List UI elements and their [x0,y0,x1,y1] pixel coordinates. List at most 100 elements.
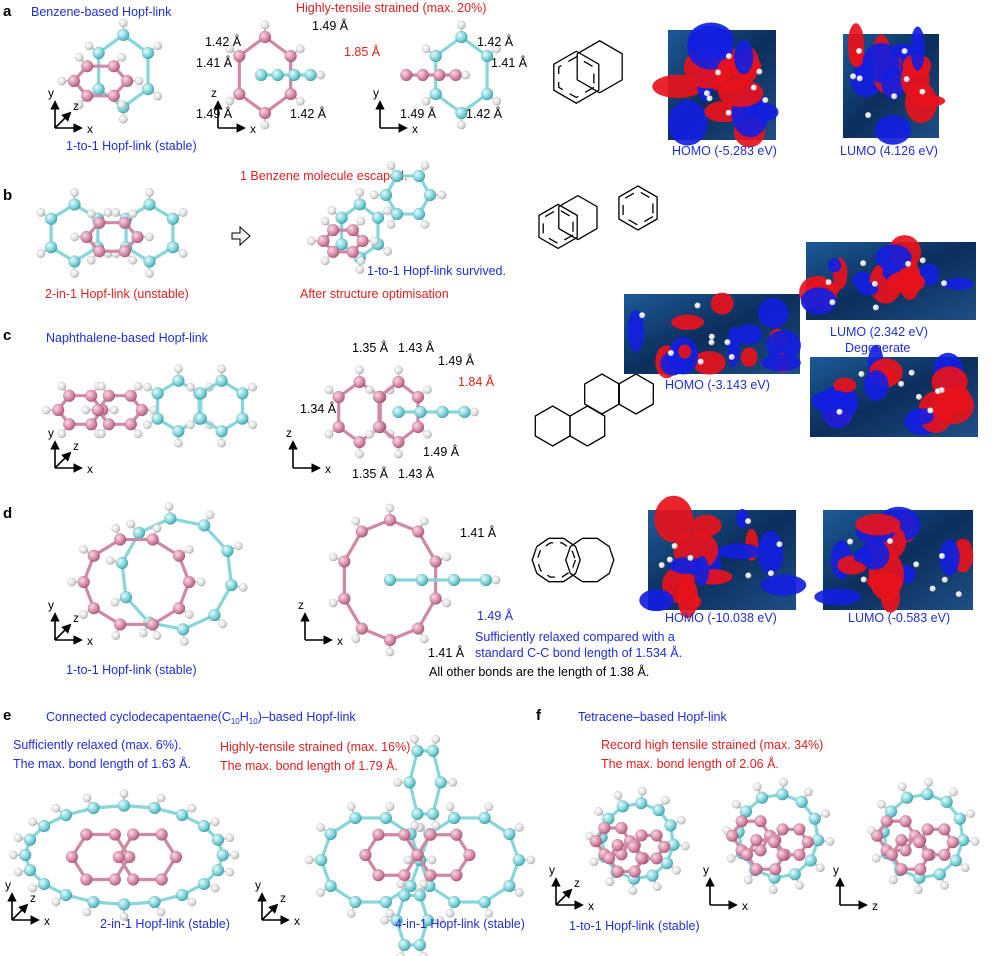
pink-carbon-atom [284,49,297,63]
bond-label-149-right-low: 1.49 Å [400,106,437,121]
axis-label-depth: z [73,439,79,453]
hydrogen-atom [156,793,166,803]
cyan-carbon-atom [37,819,51,833]
cyan-carbon-atom [68,198,81,211]
hydrogen-atom [156,907,166,917]
hydrogen-atom [396,951,406,956]
pink-carbon-atom [793,823,806,836]
hydrogen-atom [260,120,270,130]
hydrogen-atom [110,597,120,607]
pink-carbon-atom [155,828,168,841]
orbital-lobe-positive [740,347,758,368]
hydrogen-atom [514,823,524,832]
hydrogen-atom [41,405,51,415]
hydrogen-atom [225,867,235,877]
pink-carbon-atom [657,840,671,854]
pink-carbon-atom [172,549,186,563]
hydrogen-atom [109,405,119,415]
hydrogen-atom [419,879,429,889]
orbital-lobe-negative [639,589,674,612]
hydrogen-atom [119,789,129,799]
orbital-atom-marker [856,48,863,55]
orbital-lobe-positive [671,314,705,330]
orbital-lobe-positive [910,94,946,108]
orbital-atom-marker [687,554,694,561]
hydrogen-atom [79,545,88,554]
hydrogen-atom [420,219,430,229]
skeletal-ring [565,537,615,583]
cyan-carbon-atom [119,590,133,604]
axis-label-vertical: y [549,863,555,877]
orbital-atom-marker [768,570,775,577]
pink-carbon-atom [355,622,369,635]
axis-label-depth: z [73,611,79,625]
orbital-homo-d [639,495,807,619]
homo-label-c: HOMO (-3.143 eV) [665,378,770,392]
orbital-atom-marker [703,90,710,97]
pink-carbon-atom [87,601,101,615]
hydrogen-atom [328,598,338,608]
orbital-atom-marker [919,88,926,95]
cyan-carbon-atom [390,207,404,221]
hydrogen-atom [103,208,113,217]
hydrogen-atom [652,882,662,892]
bond-label-143-top: 1.43 Å [398,340,435,355]
hydrogen-atom [111,631,121,641]
cyan-carbon-atom [404,879,417,893]
cyan-carbon-atom [194,387,208,400]
hydrogen-atom [57,429,67,439]
panel-e-cap-2in1: 2-in-1 Hopf-link (stable) [100,917,230,931]
pink-carbon-atom [895,833,908,847]
orbital-atom-marker [829,299,836,306]
axis-label-vertical: z [298,598,304,612]
pink-carbon-atom [870,829,884,843]
pink-carbon-atom [383,633,397,647]
pink-carbon-atom [87,549,101,563]
hydrogen-atom [419,516,429,526]
orbital-atom-marker [725,53,732,60]
pink-carbon-atom [84,389,98,402]
orbital-atom-marker [694,302,701,309]
axis-label-vertical: y [373,86,379,100]
hydrogen-atom [36,249,46,258]
pink-carbon-atom [146,533,159,546]
hydrogen-atom [351,634,361,644]
cyan-carbon-atom [287,68,301,82]
panel-b: b 1 Benzene molecule escaped. 1-to-1 Hop… [3,161,658,301]
orbital-atom-marker [745,518,752,525]
axis-label-vertical: y [5,878,11,892]
pink-carbon-atom [899,815,912,828]
cyan-carbon-atom [254,68,268,82]
panel-letter-b: b [3,187,12,204]
pink-carbon-atom [912,835,926,849]
cyan-carbon-atom [503,879,516,893]
hydrogen-atom [153,91,163,101]
cyan-carbon-atom [447,895,461,909]
cyan-carbon-atom [512,853,526,867]
cyan-carbon-atom [447,811,461,825]
orbital-lumo-a [843,23,946,145]
cyan-carbon-atom [379,188,393,202]
panel-d-relaxed-2: standard C-C bond length of 1.534 Å. [475,645,682,660]
hydrogen-atom [423,385,432,395]
molecule-2in1-cdp [8,789,240,921]
hydrogen-atom [196,577,206,587]
hydrogen-atom [637,786,647,796]
pink-carbon-atom [284,87,297,101]
hydrogen-atom [752,782,762,792]
lumo-label-d: LUMO (-0.583 eV) [848,611,950,625]
hydrogen-atom [445,802,455,812]
hydrogen-atom [233,541,243,551]
skeletal-ring [542,208,574,245]
axis-label-depth: z [73,99,79,113]
hydrogen-atom [795,880,804,890]
hydrogen-atom [960,863,970,873]
pink-carbon-atom [80,230,93,244]
hydrogen-atom [456,20,466,30]
hydrogen-atom [431,821,441,831]
hydrogen-atom [365,429,374,439]
cyan-carbon-atom [236,412,249,425]
cyan-carbon-atom [132,526,146,540]
bond-label-149-top: 1.49 Å [312,18,349,33]
